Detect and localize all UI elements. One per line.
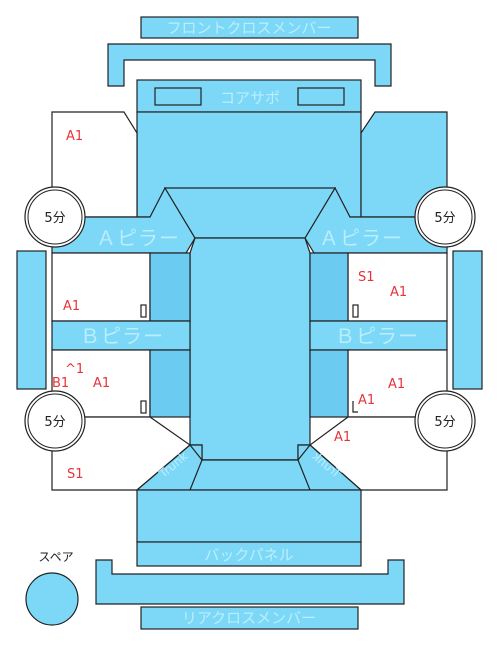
code-front-left-fender: A1 xyxy=(66,129,83,144)
rear-right-wheel-label: 5分 xyxy=(434,415,455,430)
windshield[interactable] xyxy=(163,187,337,239)
code-rear-left-quarter: S1 xyxy=(67,467,84,482)
right-side-sill[interactable] xyxy=(452,250,483,390)
front-right-door-glass[interactable] xyxy=(309,252,349,322)
spare-tire[interactable] xyxy=(25,572,79,626)
back-panel-label: バックパネル xyxy=(204,546,293,564)
b-pillar-right-label: Ｂピラー xyxy=(335,324,419,348)
code-front-right-door-a: A1 xyxy=(390,285,407,300)
front-cross-member[interactable] xyxy=(140,16,359,39)
code-rear-left-door-b: B1 xyxy=(52,376,69,391)
left-side-sill[interactable] xyxy=(16,250,47,390)
code-rear-right-door-a1: A1 xyxy=(388,377,405,392)
spare-tire-label: スペア xyxy=(38,550,73,564)
front-bumper[interactable] xyxy=(107,43,392,87)
rear-cross-member-label: リアクロスメンバー xyxy=(182,609,316,627)
code-rear-right-door-a2: A1 xyxy=(358,393,375,408)
front-left-handle xyxy=(140,304,147,318)
front-right-wheel[interactable]: 5分 xyxy=(414,186,476,248)
rear-right-handle xyxy=(352,401,358,413)
rear-left-door-glass[interactable] xyxy=(149,349,191,418)
front-right-handle xyxy=(352,304,359,318)
code-rear-left-door-top: ^1 xyxy=(65,362,84,377)
front-left-door-glass[interactable] xyxy=(149,252,191,322)
code-rear-right-quarter: A1 xyxy=(334,430,351,445)
rear-left-wheel[interactable]: 5分 xyxy=(24,390,86,452)
a-pillar-right-label: Ａピラー xyxy=(319,226,403,250)
front-cross-member-label: フロントクロスメンバー xyxy=(166,19,331,37)
rear-bumper[interactable] xyxy=(95,559,405,605)
front-left-door[interactable] xyxy=(51,252,151,322)
back-panel[interactable] xyxy=(136,541,362,567)
rear-right-wheel[interactable]: 5分 xyxy=(414,390,476,452)
core-support-label: コアサポ xyxy=(220,89,280,107)
roof[interactable] xyxy=(189,237,311,461)
rear-left-wheel-label: 5分 xyxy=(44,415,65,430)
right-headlight[interactable] xyxy=(297,87,345,106)
front-right-wheel-label: 5分 xyxy=(434,211,455,226)
a-pillar-left-label: Ａピラー xyxy=(96,226,180,250)
rear-glass[interactable] xyxy=(189,459,311,491)
rear-left-handle xyxy=(140,400,147,414)
code-front-left-door: A1 xyxy=(63,299,80,314)
rear-cross-member[interactable] xyxy=(140,606,359,630)
code-rear-left-door-a: A1 xyxy=(93,376,110,391)
rear-right-door-glass[interactable] xyxy=(309,349,349,418)
trunk-lid[interactable] xyxy=(136,489,362,543)
code-front-right-door-s: S1 xyxy=(358,270,375,285)
front-left-wheel[interactable]: 5分 xyxy=(24,186,86,248)
b-pillar-left-label: Ｂピラー xyxy=(80,324,164,348)
left-headlight[interactable] xyxy=(154,87,202,106)
front-left-wheel-label: 5分 xyxy=(44,211,65,226)
